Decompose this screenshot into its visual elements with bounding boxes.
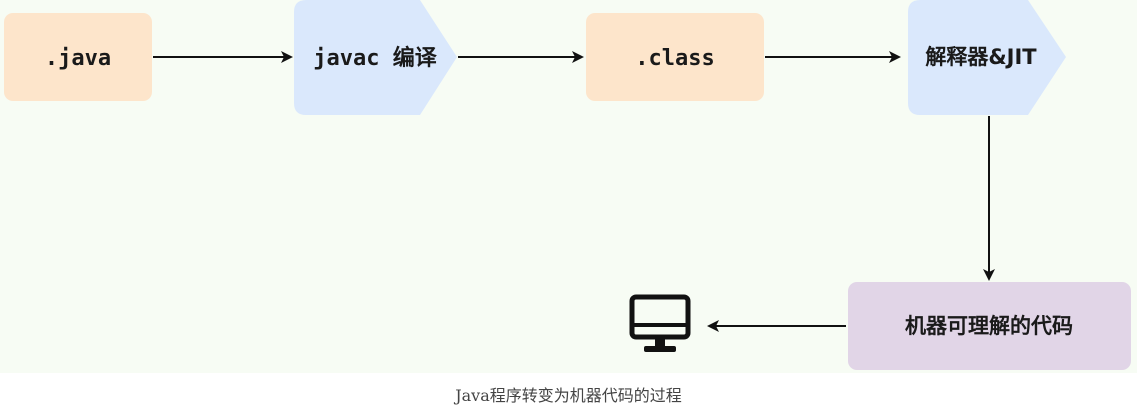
- computer-monitor-icon: [629, 294, 691, 352]
- node-interpreter-jit-shape: [908, 0, 1066, 115]
- node-javac-compile-label: javac 编译: [313, 45, 437, 71]
- node-class-file: .class: [586, 13, 764, 101]
- figure-caption: Java程序转变为机器代码的过程: [455, 386, 682, 405]
- node-class-file-shape: [586, 13, 764, 101]
- node-machine-code: 机器可理解的代码: [848, 282, 1131, 370]
- node-javac-compile: javac 编译: [294, 0, 457, 115]
- node-interpreter-jit: 解释器&JIT: [908, 0, 1066, 115]
- node-java-source-shape: [4, 13, 152, 101]
- node-machine-code-shape: [848, 282, 1131, 370]
- java-compilation-flow-diagram: .java javac 编译 .class 解释器&JIT 机器可理解的代码: [4, 0, 1131, 370]
- node-java-source: .java: [4, 13, 152, 101]
- node-class-file-label: .class: [635, 46, 714, 71]
- node-machine-code-label: 机器可理解的代码: [905, 314, 1073, 338]
- node-java-source-label: .java: [45, 46, 111, 71]
- node-interpreter-jit-label: 解释器&JIT: [925, 45, 1037, 69]
- node-javac-compile-shape: [294, 0, 457, 115]
